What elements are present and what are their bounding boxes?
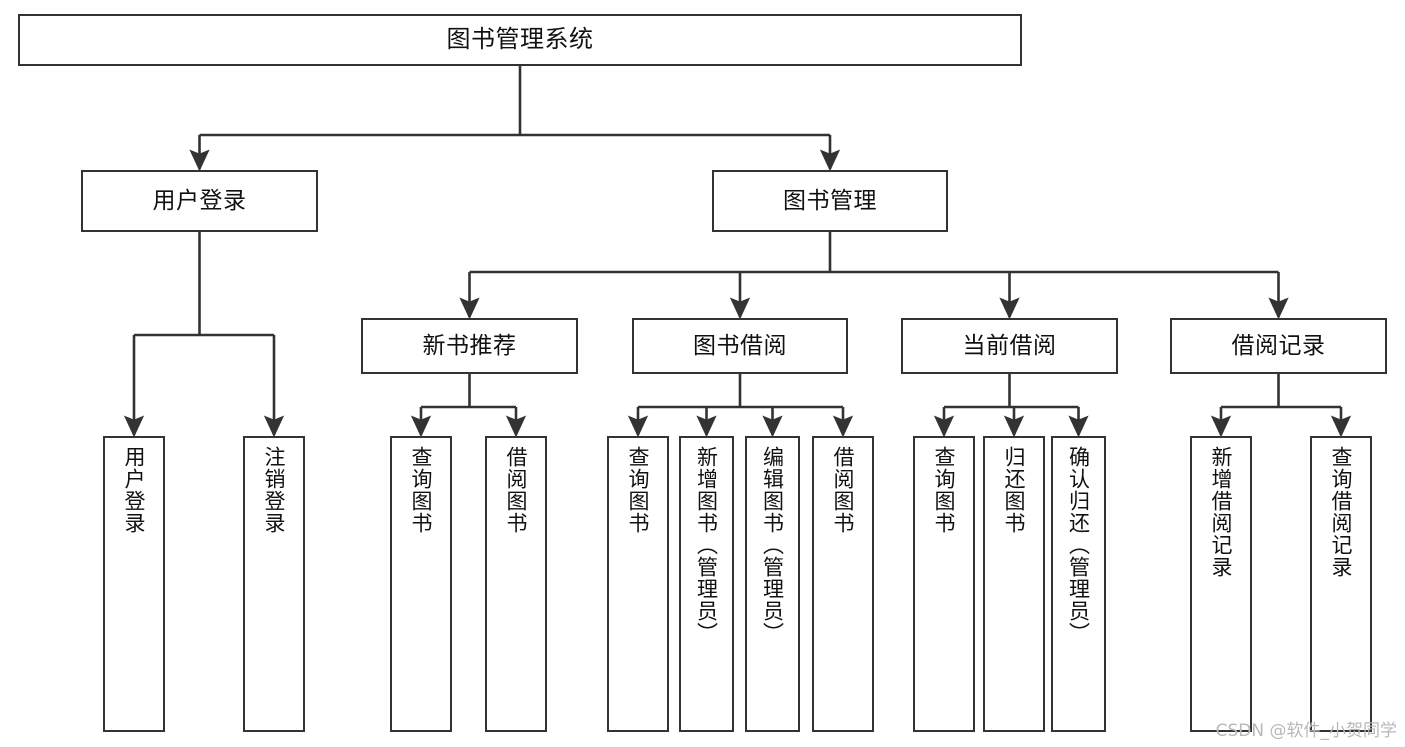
node-borrow-record[interactable]: 借阅记录: [1170, 318, 1387, 374]
node-leaf-query-book-1[interactable]: 查询图书: [390, 436, 452, 732]
node-root[interactable]: 图书管理系统: [18, 14, 1022, 66]
node-leaf-borrow-book-1[interactable]: 借阅图书: [485, 436, 547, 732]
node-leaf-query-record[interactable]: 查询借阅记录: [1310, 436, 1372, 732]
node-book-manage[interactable]: 图书管理: [712, 170, 948, 232]
node-label: 新增借阅记录: [1209, 446, 1234, 578]
node-label: 归还图书: [1002, 446, 1027, 534]
node-user-login[interactable]: 用户登录: [81, 170, 318, 232]
node-label: 新增图书（管理员）: [694, 446, 719, 644]
watermark-credit: CSDN @软件_小贺同学: [1215, 721, 1397, 741]
node-label: 图书管理: [783, 187, 877, 214]
node-label: 查询图书: [932, 446, 957, 534]
node-label: 图书管理系统: [446, 25, 594, 54]
node-leaf-user-login[interactable]: 用户登录: [103, 436, 165, 732]
node-label: 用户登录: [122, 446, 147, 534]
node-label: 查询图书: [409, 446, 434, 534]
node-leaf-borrow-book-2[interactable]: 借阅图书: [812, 436, 874, 732]
node-leaf-return-book[interactable]: 归还图书: [983, 436, 1045, 732]
node-label: 查询借阅记录: [1329, 446, 1354, 578]
node-leaf-query-book-3[interactable]: 查询图书: [913, 436, 975, 732]
node-leaf-add-record[interactable]: 新增借阅记录: [1190, 436, 1252, 732]
node-label: 图书借阅: [693, 332, 787, 359]
node-label: 注销登录: [262, 446, 287, 534]
node-label: 用户登录: [152, 187, 247, 214]
node-label: 新书推荐: [422, 332, 517, 359]
node-label: 编辑图书（管理员）: [760, 446, 785, 644]
node-leaf-confirm-return[interactable]: 确认归还（管理员）: [1051, 436, 1106, 732]
node-label: 借阅图书: [504, 446, 529, 534]
node-label: 借阅图书: [831, 446, 856, 534]
node-new-book-rec[interactable]: 新书推荐: [361, 318, 578, 374]
node-leaf-edit-book[interactable]: 编辑图书（管理员）: [745, 436, 800, 732]
node-label: 借阅记录: [1231, 332, 1326, 359]
node-label: 确认归还（管理员）: [1066, 446, 1091, 644]
node-leaf-query-book-2[interactable]: 查询图书: [607, 436, 669, 732]
node-label: 当前借阅: [962, 332, 1057, 359]
node-leaf-logout-login[interactable]: 注销登录: [243, 436, 305, 732]
node-current-borrow[interactable]: 当前借阅: [901, 318, 1118, 374]
node-book-borrow[interactable]: 图书借阅: [632, 318, 848, 374]
node-leaf-add-book[interactable]: 新增图书（管理员）: [679, 436, 734, 732]
node-label: 查询图书: [626, 446, 651, 534]
